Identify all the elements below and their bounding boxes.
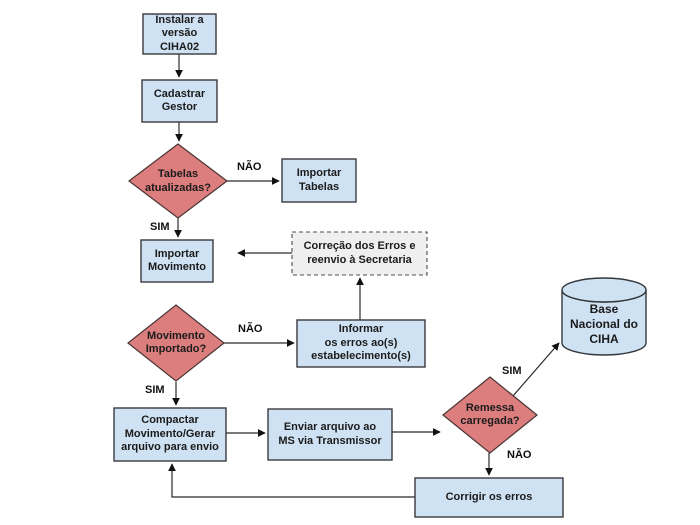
node-informar-shape bbox=[296, 319, 426, 368]
node-base-cylinder-top bbox=[561, 277, 647, 303]
node-importar-tabelas-shape bbox=[281, 158, 357, 203]
arrow-corrigir-compactar bbox=[168, 463, 415, 498]
node-corrigir-shape bbox=[414, 477, 564, 518]
node-correcao-shape bbox=[291, 231, 428, 276]
node-importar-movimento-shape bbox=[140, 239, 214, 283]
arrow-remessa-sim-base bbox=[512, 342, 560, 397]
node-tabelas-diamond bbox=[128, 143, 228, 219]
node-enviar-shape bbox=[267, 408, 393, 461]
node-remessa-diamond bbox=[442, 376, 538, 454]
node-instalar-shape bbox=[142, 13, 217, 55]
node-compactar-shape bbox=[113, 407, 227, 462]
node-movimento-diamond bbox=[127, 304, 225, 382]
node-cadastrar-shape bbox=[141, 79, 218, 123]
